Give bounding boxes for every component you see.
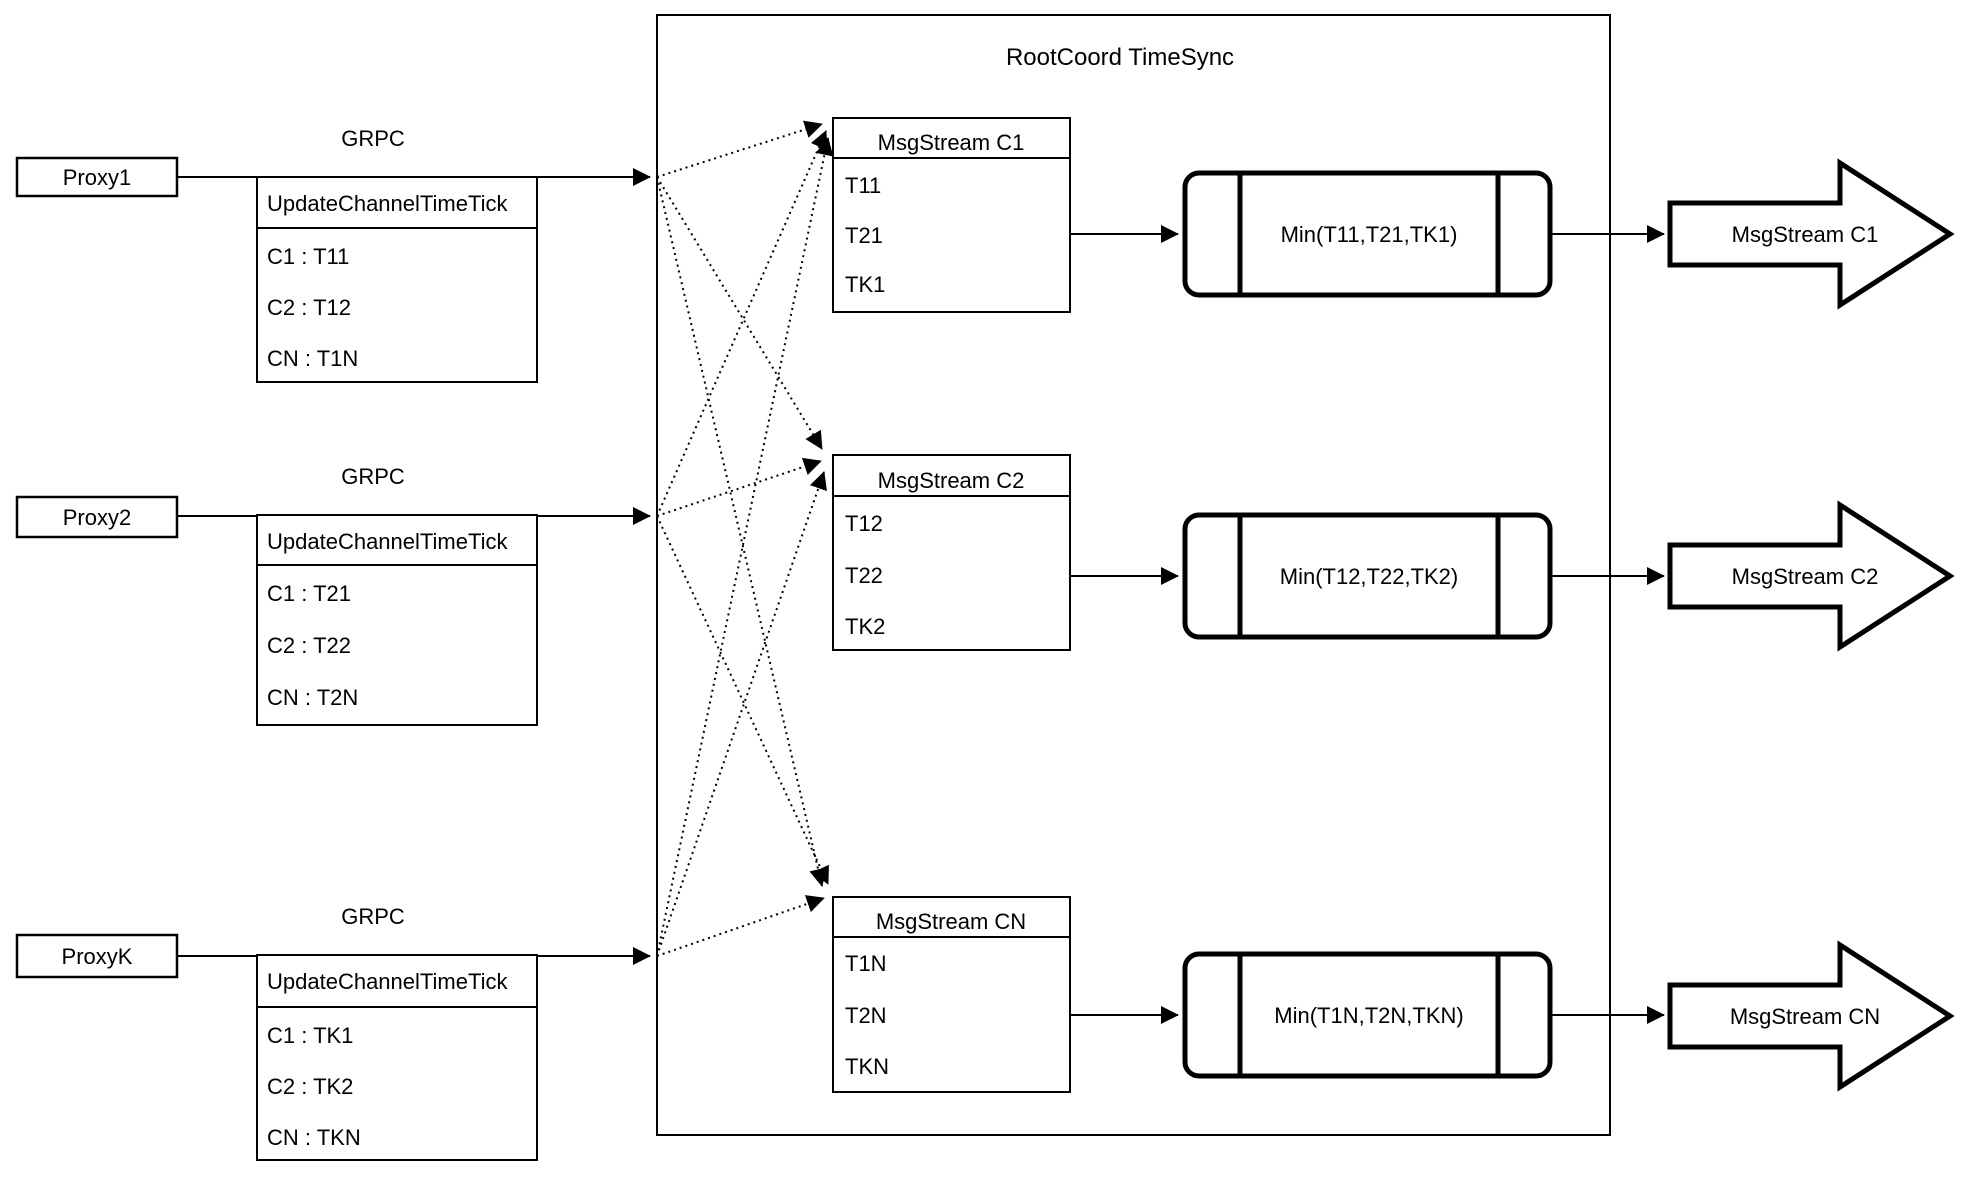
stream-table-c1-row-2: TK1: [845, 272, 885, 297]
grpc-label-proxy2: GRPC: [341, 464, 405, 489]
stream-table-cn-row-1: T2N: [845, 1003, 887, 1028]
stream-table-c2-title: MsgStream C2: [878, 468, 1025, 493]
update-table-proxy1: [256, 176, 538, 383]
stream-table-c2: [832, 454, 1071, 651]
update-table-proxy1-title: UpdateChannelTimeTick: [267, 191, 508, 216]
min-label-cn: Min(T1N,T2N,TKN): [1274, 1003, 1463, 1028]
grpc-label-proxyk: GRPC: [341, 904, 405, 929]
proxy1-label: Proxy1: [63, 165, 131, 190]
update-table-proxy2-row-0: C1 : T21: [267, 581, 351, 606]
update-table-proxyk-title: UpdateChannelTimeTick: [267, 969, 508, 994]
update-table-proxyk-row-1: C2 : TK2: [267, 1074, 353, 1099]
output-arrow-label-cn: MsgStream CN: [1730, 1004, 1880, 1029]
output-arrow-label-c1: MsgStream C1: [1732, 222, 1879, 247]
output-arrow-c2: [1667, 500, 1955, 652]
stream-table-cn: [832, 896, 1071, 1093]
update-table-proxy1-row-2: CN : T1N: [267, 346, 358, 371]
update-table-proxy2-row-1: C2 : T22: [267, 633, 351, 658]
update-table-proxy2: [256, 514, 538, 726]
update-table-proxyk-row-2: CN : TKN: [267, 1125, 361, 1150]
grpc-label-proxy1: GRPC: [341, 126, 405, 151]
stream-table-c1-title: MsgStream C1: [878, 130, 1025, 155]
rootcoord-title: RootCoord TimeSync: [1006, 44, 1234, 71]
dotted-arrow-proxy1-cn: [656, 176, 827, 887]
dotted-arrow-proxyk-c2: [656, 471, 827, 957]
stream-table-cn-row-0: T1N: [845, 951, 887, 976]
update-table-proxy2-title: UpdateChannelTimeTick: [267, 529, 508, 554]
stream-table-c2-row-2: TK2: [845, 614, 885, 639]
update-table-proxyk: [256, 954, 538, 1161]
stream-table-c1-row-0: T11: [845, 173, 881, 198]
dotted-arrow-proxy2-c1: [656, 130, 828, 517]
proxyk-label: ProxyK: [62, 944, 133, 969]
stream-table-cn-row-2: TKN: [845, 1054, 889, 1079]
stream-table-c1: [832, 117, 1071, 313]
update-table-proxy1-row-0: C1 : T11: [267, 244, 349, 269]
proxy2-box: [15, 495, 179, 539]
dotted-arrow-proxy1-c1: [656, 120, 823, 178]
min-label-c1: Min(T11,T21,TK1): [1281, 222, 1458, 247]
stream-table-c1-row-1: T21: [845, 223, 883, 248]
proxyk-box: [15, 933, 179, 979]
stream-table-c2-row-1: T22: [845, 563, 883, 588]
stream-table-cn-title: MsgStream CN: [876, 909, 1026, 934]
update-table-proxy1-row-1: C2 : T12: [267, 295, 351, 320]
dotted-arrow-proxy1-c2: [656, 176, 823, 450]
stream-table-c2-row-0: T12: [845, 511, 883, 536]
update-table-proxyk-row-0: C1 : TK1: [267, 1023, 353, 1048]
output-arrow-c1: [1667, 158, 1955, 310]
dotted-arrow-proxy2-cn: [656, 515, 829, 885]
update-table-proxy2-row-2: CN : T2N: [267, 685, 358, 710]
output-arrow-cn: [1667, 940, 1955, 1092]
dotted-arrow-proxy2-c2: [656, 457, 822, 517]
proxy1-box: [15, 156, 179, 198]
proxy2-label: Proxy2: [63, 505, 131, 530]
output-arrow-label-c2: MsgStream C2: [1732, 564, 1879, 589]
min-label-c2: Min(T12,T22,TK2): [1280, 564, 1459, 589]
dotted-arrow-proxyk-c1: [656, 137, 834, 957]
